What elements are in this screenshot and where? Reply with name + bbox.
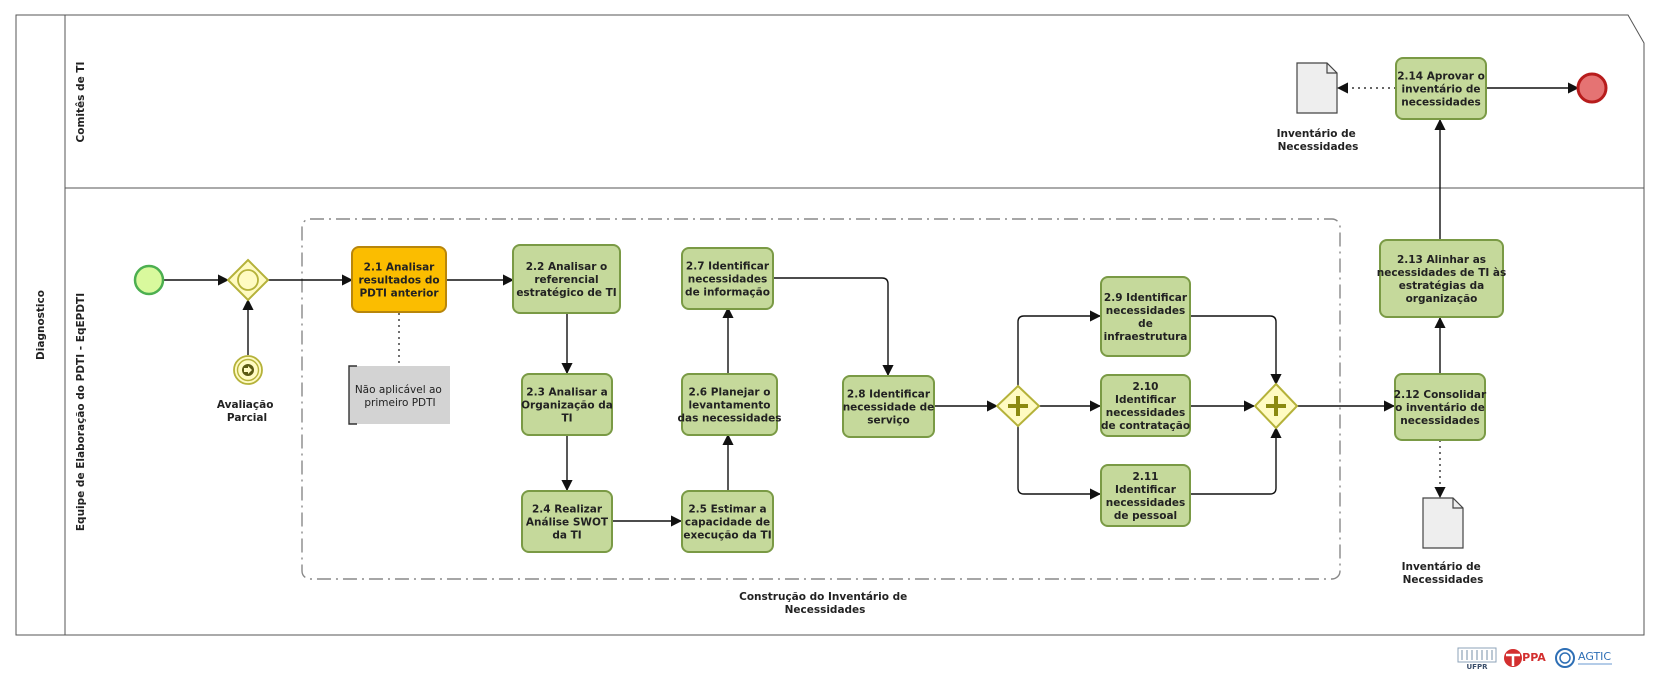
pool-label: Diagnostico	[35, 290, 47, 360]
document-icon	[1422, 497, 1464, 549]
text-annotation: Não aplicável ao primeiro PDTI	[348, 365, 450, 425]
svg-text:Inventário de Necessidad: Inventário de Necessidades	[1277, 128, 1360, 153]
plus-icon	[1008, 396, 1028, 416]
lane-label-comite: Comitês de TI	[75, 62, 87, 143]
svg-text:UFPR: UFPR	[1467, 663, 1489, 671]
agtic-logo: AGTIC	[1555, 648, 1612, 668]
plus-icon	[1266, 396, 1286, 416]
flow-2-9-gw3	[1190, 315, 1282, 386]
svg-text:AGTIC: AGTIC	[1578, 650, 1611, 663]
group-label: Construção do Inventário de Necessidades	[739, 591, 911, 616]
flow-2-7-2-8	[773, 277, 894, 377]
parallel-gateway-join[interactable]	[1253, 382, 1299, 430]
data-object-1[interactable]: Inventário de Necessidades	[1277, 62, 1360, 153]
parallel-gateway-split[interactable]	[995, 384, 1041, 428]
flow-gw2-2-11	[1017, 426, 1102, 500]
lane-label-equipe: Equipe de Elaboração do PDTI - EqEPDTI	[75, 293, 87, 531]
associations	[398, 82, 1446, 499]
svg-text:Não aplicável ao primeir: Não aplicável ao primeiro PDTI	[355, 384, 445, 409]
document-icon	[1296, 62, 1338, 114]
event-label: Avaliação Parcial	[217, 399, 277, 424]
footer-logos: UFPR PPA AGTIC	[1457, 647, 1612, 671]
end-event[interactable]	[1576, 72, 1608, 104]
group-box	[301, 218, 1341, 580]
ppa-logo: PPA	[1504, 649, 1546, 667]
flow-gw2-2-9	[1017, 310, 1102, 386]
event-based-gateway[interactable]	[226, 258, 270, 302]
sequence-flows	[164, 82, 1580, 527]
intermediate-event[interactable]	[233, 355, 263, 385]
flow-2-11-gw3	[1190, 426, 1282, 495]
svg-text:Inventário de Necessidad: Inventário de Necessidades	[1402, 561, 1485, 586]
start-event[interactable]	[133, 264, 165, 296]
ufpr-logo: UFPR	[1457, 647, 1497, 671]
pool-border	[15, 14, 1645, 636]
data-object-2[interactable]: Inventário de Necessidades	[1402, 497, 1485, 586]
svg-text:PPA: PPA	[1522, 651, 1546, 664]
